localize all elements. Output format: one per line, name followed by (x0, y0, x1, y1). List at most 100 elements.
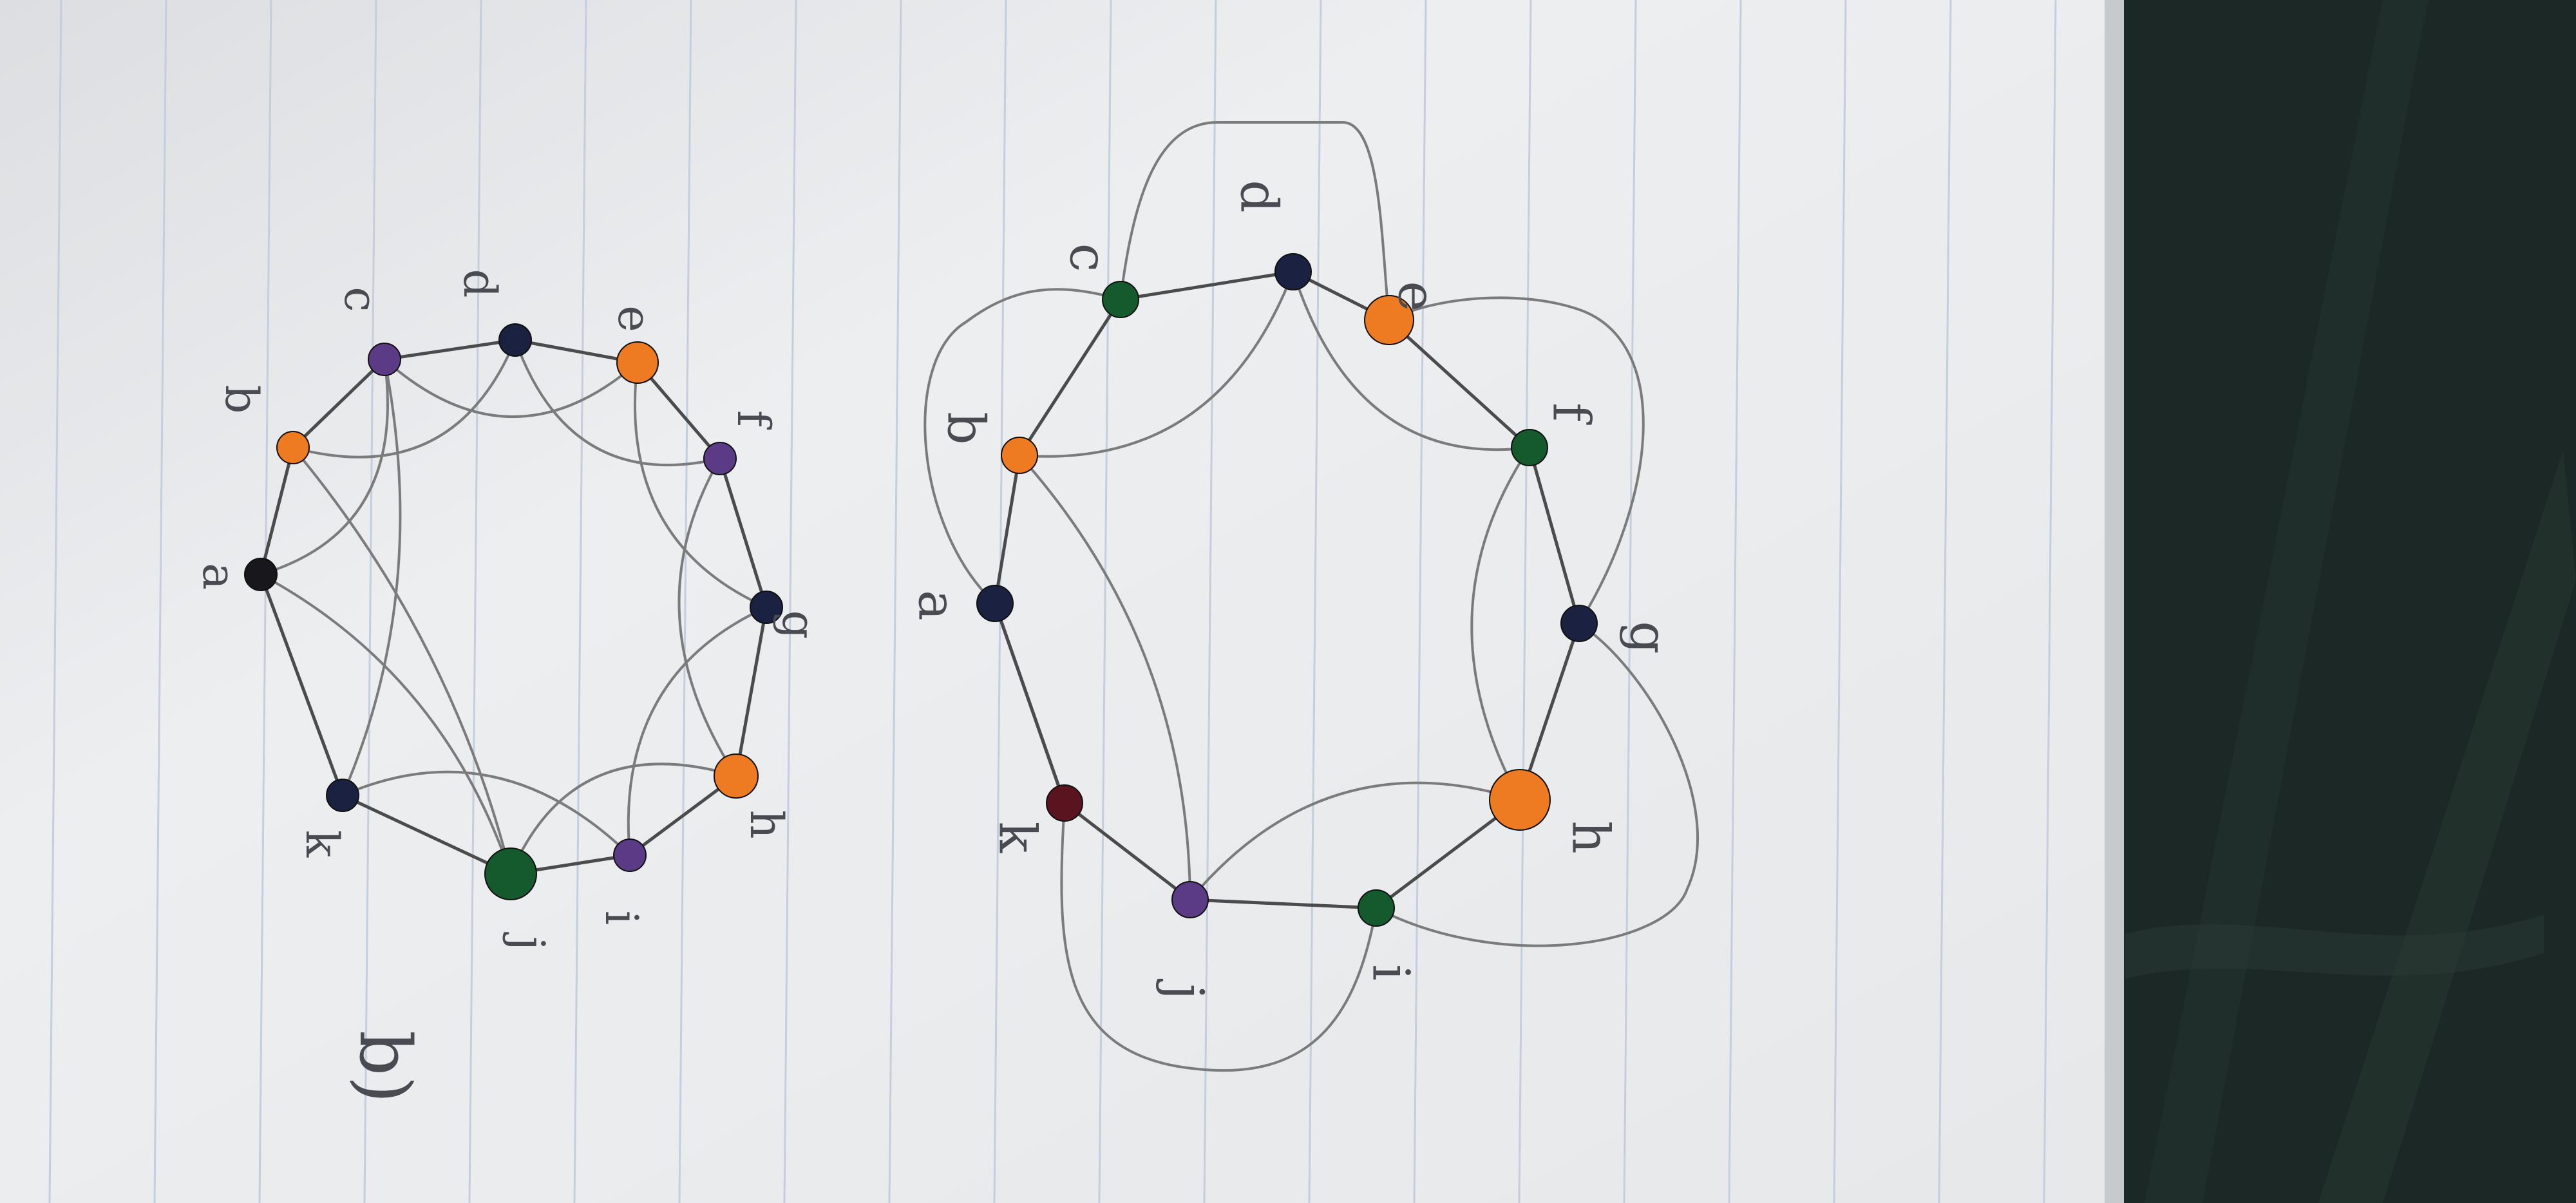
node-label-k: k (296, 830, 348, 858)
node-label-e: e (1387, 281, 1447, 311)
rule-line (1518, 0, 1532, 1203)
edge-c-d (383, 338, 517, 361)
node-label-b: b (936, 412, 996, 444)
edge-g-h (1518, 621, 1581, 802)
rule-line (48, 0, 62, 1203)
node-label-c: c (334, 287, 387, 312)
edge-c-e (1119, 121, 1390, 321)
node-k (326, 779, 359, 812)
paper-edge-shadow (2105, 0, 2124, 1203)
node-g (750, 591, 783, 624)
node-label-f: f (1542, 403, 1602, 425)
edge-b-c (1018, 298, 1122, 457)
node-i (613, 838, 647, 872)
rule-line (1833, 0, 1847, 1203)
rule-line (1308, 0, 1322, 1203)
edge-d-f (1292, 270, 1531, 451)
graph-b-caption: b) (344, 1030, 426, 1103)
node-label-d: d (1229, 180, 1289, 213)
edge-i-k (341, 770, 631, 857)
node-label-g: g (772, 611, 825, 639)
node-label-e: e (608, 305, 661, 332)
edge-b-d (1018, 270, 1294, 458)
rule-line (1623, 0, 1637, 1203)
edge-f-g (1528, 446, 1581, 625)
node-j (484, 848, 537, 900)
edge-b-c (291, 357, 386, 450)
node-c (368, 343, 401, 376)
edge-c-d (1119, 270, 1295, 301)
rule-line (783, 0, 797, 1203)
edge-j-b (1018, 454, 1191, 901)
edge-b-d (292, 339, 516, 459)
edge-k-a (259, 573, 345, 797)
node-h (714, 753, 759, 799)
node-g (1560, 605, 1598, 642)
node-d (498, 323, 532, 357)
edge-g-i (1375, 622, 1699, 947)
edge-c-e (383, 358, 639, 419)
edge-f-h (677, 457, 737, 777)
edge-a-b (993, 453, 1021, 605)
rule-line (678, 0, 692, 1203)
node-c (1102, 281, 1139, 318)
edge-j-k (341, 793, 513, 876)
node-label-k: k (988, 822, 1048, 854)
node-label-h: h (1561, 820, 1621, 854)
rule-line (1938, 0, 1952, 1203)
node-label-f: f (727, 410, 780, 430)
paper-sheet (0, 0, 2119, 1203)
fabric-fold (2318, 451, 2576, 1203)
node-k (1046, 784, 1083, 822)
edge-j-b (292, 446, 512, 875)
edge-a-c (260, 358, 389, 576)
ruled-lines (48, 0, 2057, 1203)
edge-k-c (341, 358, 402, 797)
edge-i-k (1060, 802, 1378, 1072)
edge-e-g (1388, 296, 1645, 625)
edge-a-b (259, 446, 295, 576)
edge-f-h (1470, 446, 1531, 801)
node-i (1358, 889, 1395, 927)
node-e (1364, 295, 1414, 345)
node-a (244, 558, 278, 591)
node-label-h: h (740, 810, 793, 838)
rule-line (2043, 0, 2057, 1203)
edge-d-f (514, 339, 721, 467)
edge-i-j (1188, 898, 1378, 910)
node-label-g: g (1619, 621, 1679, 654)
rule-line (1728, 0, 1742, 1203)
node-a (976, 585, 1014, 622)
edge-g-i (627, 606, 768, 857)
node-f (703, 442, 737, 475)
node-b (276, 431, 310, 464)
edge-h-j (1189, 781, 1521, 901)
node-d (1274, 253, 1312, 290)
fabric-fold (2125, 914, 2544, 979)
edge-a-j (260, 573, 512, 875)
node-label-a: a (907, 590, 967, 621)
edge-h-j (509, 763, 737, 875)
node-b (1001, 437, 1038, 474)
rule-line (363, 0, 377, 1203)
node-label-d: d (453, 269, 506, 298)
rule-line (573, 0, 587, 1203)
rule-line (1203, 0, 1217, 1203)
edge-j-k (1063, 801, 1192, 902)
rule-line (153, 0, 167, 1203)
node-label-c: c (1059, 243, 1119, 272)
edge-g-h (734, 605, 768, 778)
fabric-fold (2145, 0, 2428, 1203)
rule-line (468, 0, 482, 1203)
edge-k-a (993, 602, 1066, 805)
node-e (616, 341, 659, 384)
node-label-b: b (215, 385, 268, 414)
rule-line (258, 0, 272, 1203)
node-label-a: a (193, 563, 245, 590)
node-label-i: i (1361, 964, 1421, 981)
node-h (1489, 769, 1551, 831)
edge-e-g (633, 361, 768, 609)
